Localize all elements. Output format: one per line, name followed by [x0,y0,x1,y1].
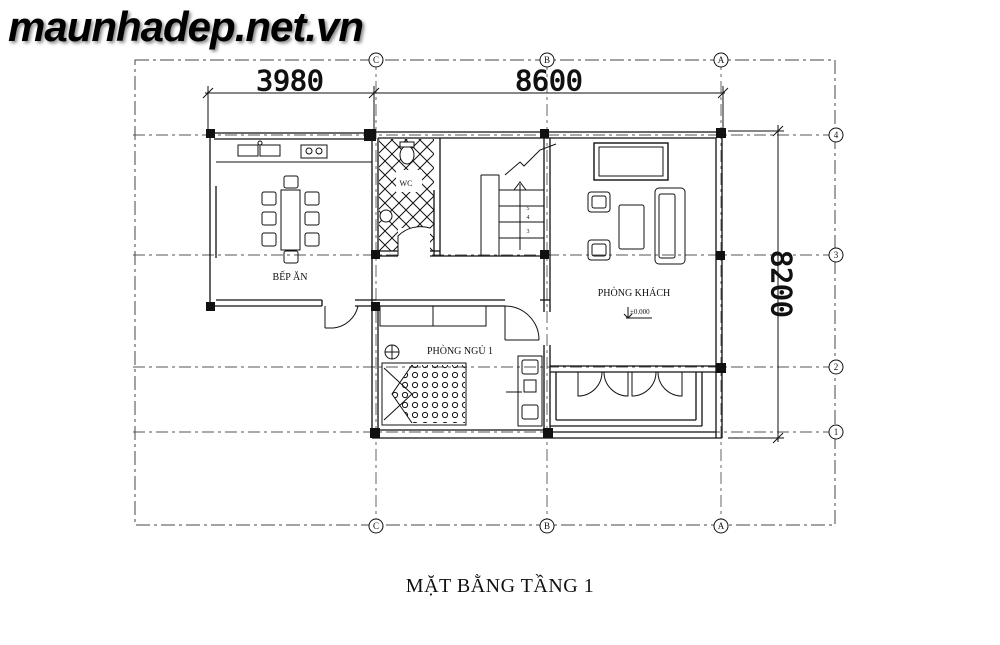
burner-icon [305,147,313,155]
bedroom-furniture [379,305,540,426]
level-mark-text: ±0.000 [630,308,650,316]
grid-marker-1 [828,424,844,440]
chair-icon [304,191,320,206]
toilet-icon [399,145,415,165]
grid-marker-b-bottom [539,518,555,534]
kitchen-door [324,305,359,329]
stair-number: 3 [527,229,530,235]
dimension-right-width: 8600 [515,64,582,97]
living-furniture [587,142,686,265]
column [540,129,549,138]
stair-number: 4 [527,215,530,221]
grid-label-b-top: B [544,55,550,65]
wc-door [397,226,431,256]
walls [209,131,723,439]
chair-icon [283,250,299,264]
column [371,302,380,311]
grid-label-2: 2 [834,362,839,372]
site-logo: maunhadep.net.vn [8,3,364,50]
dimension-left-width: 3980 [256,64,323,97]
grid-marker-4 [828,127,844,143]
level-marker [623,307,652,319]
stair-number: 5 [527,206,530,212]
grid-marker-c-top [368,52,384,68]
sink-icon [237,144,259,157]
bed-icon [381,362,467,426]
column [371,250,380,259]
grid-marker-c-bottom [368,518,384,534]
dimension-lines [202,86,784,444]
column [540,250,549,259]
faucet-icon [257,140,263,146]
chair-icon [261,211,277,226]
outer-frame [134,59,836,526]
tv-icon [598,146,664,177]
grid-label-a-top: A [718,55,725,65]
grid-marker-a-bottom [713,518,729,534]
basin-icon [379,209,393,223]
column [364,129,376,141]
column [716,363,726,373]
column [716,251,725,260]
grid-marker-b-top [539,52,555,68]
stove-icon [300,144,328,159]
desk-set [506,355,543,427]
column [206,302,215,311]
monitor-icon [523,379,537,393]
sink-icon [259,144,281,157]
burner-icon [315,147,323,155]
chair-icon [261,191,277,206]
grid-marker-2 [828,359,844,375]
kitchen-counter [216,140,372,163]
room-label-wc: WC [400,179,413,188]
armchair-icon [587,191,611,213]
grid-label-b-bottom: B [544,521,550,531]
staircase [480,143,557,256]
coffee-table [618,204,645,250]
grid-marker-a-top [713,52,729,68]
plan-caption: MẶT BẰNG TẦNG 1 [405,575,595,597]
grid-label-c-top: C [373,55,379,65]
grid-marker-3 [828,247,844,263]
tv-cabinet [593,142,669,181]
armchair-icon [587,239,611,261]
column [543,428,553,438]
room-label-kitchen: BẾP ĂN [273,270,308,283]
grid-label-c-bottom: C [373,521,379,531]
dimension-depth: 8200 [765,250,798,317]
grid-label-3: 3 [834,250,839,260]
living-front-doors [577,371,683,397]
column [370,428,380,438]
chair-icon [304,232,320,247]
sofa-icon [654,187,686,265]
dining-table-set [261,175,320,264]
grid-lines [133,58,838,528]
grid-label-1: 1 [834,427,839,437]
grid-label-4: 4 [834,130,839,140]
desk [517,355,543,427]
grid-label-a-bottom: A [718,521,725,531]
dining-table [280,189,301,251]
room-label-living: PHÒNG KHÁCH [598,287,671,299]
chair-icon [283,175,299,189]
column [206,129,215,138]
chair-icon [304,211,320,226]
room-label-bedroom: PHÒNG NGỦ 1 [427,345,493,357]
column [716,128,726,138]
chair-icon [261,232,277,247]
